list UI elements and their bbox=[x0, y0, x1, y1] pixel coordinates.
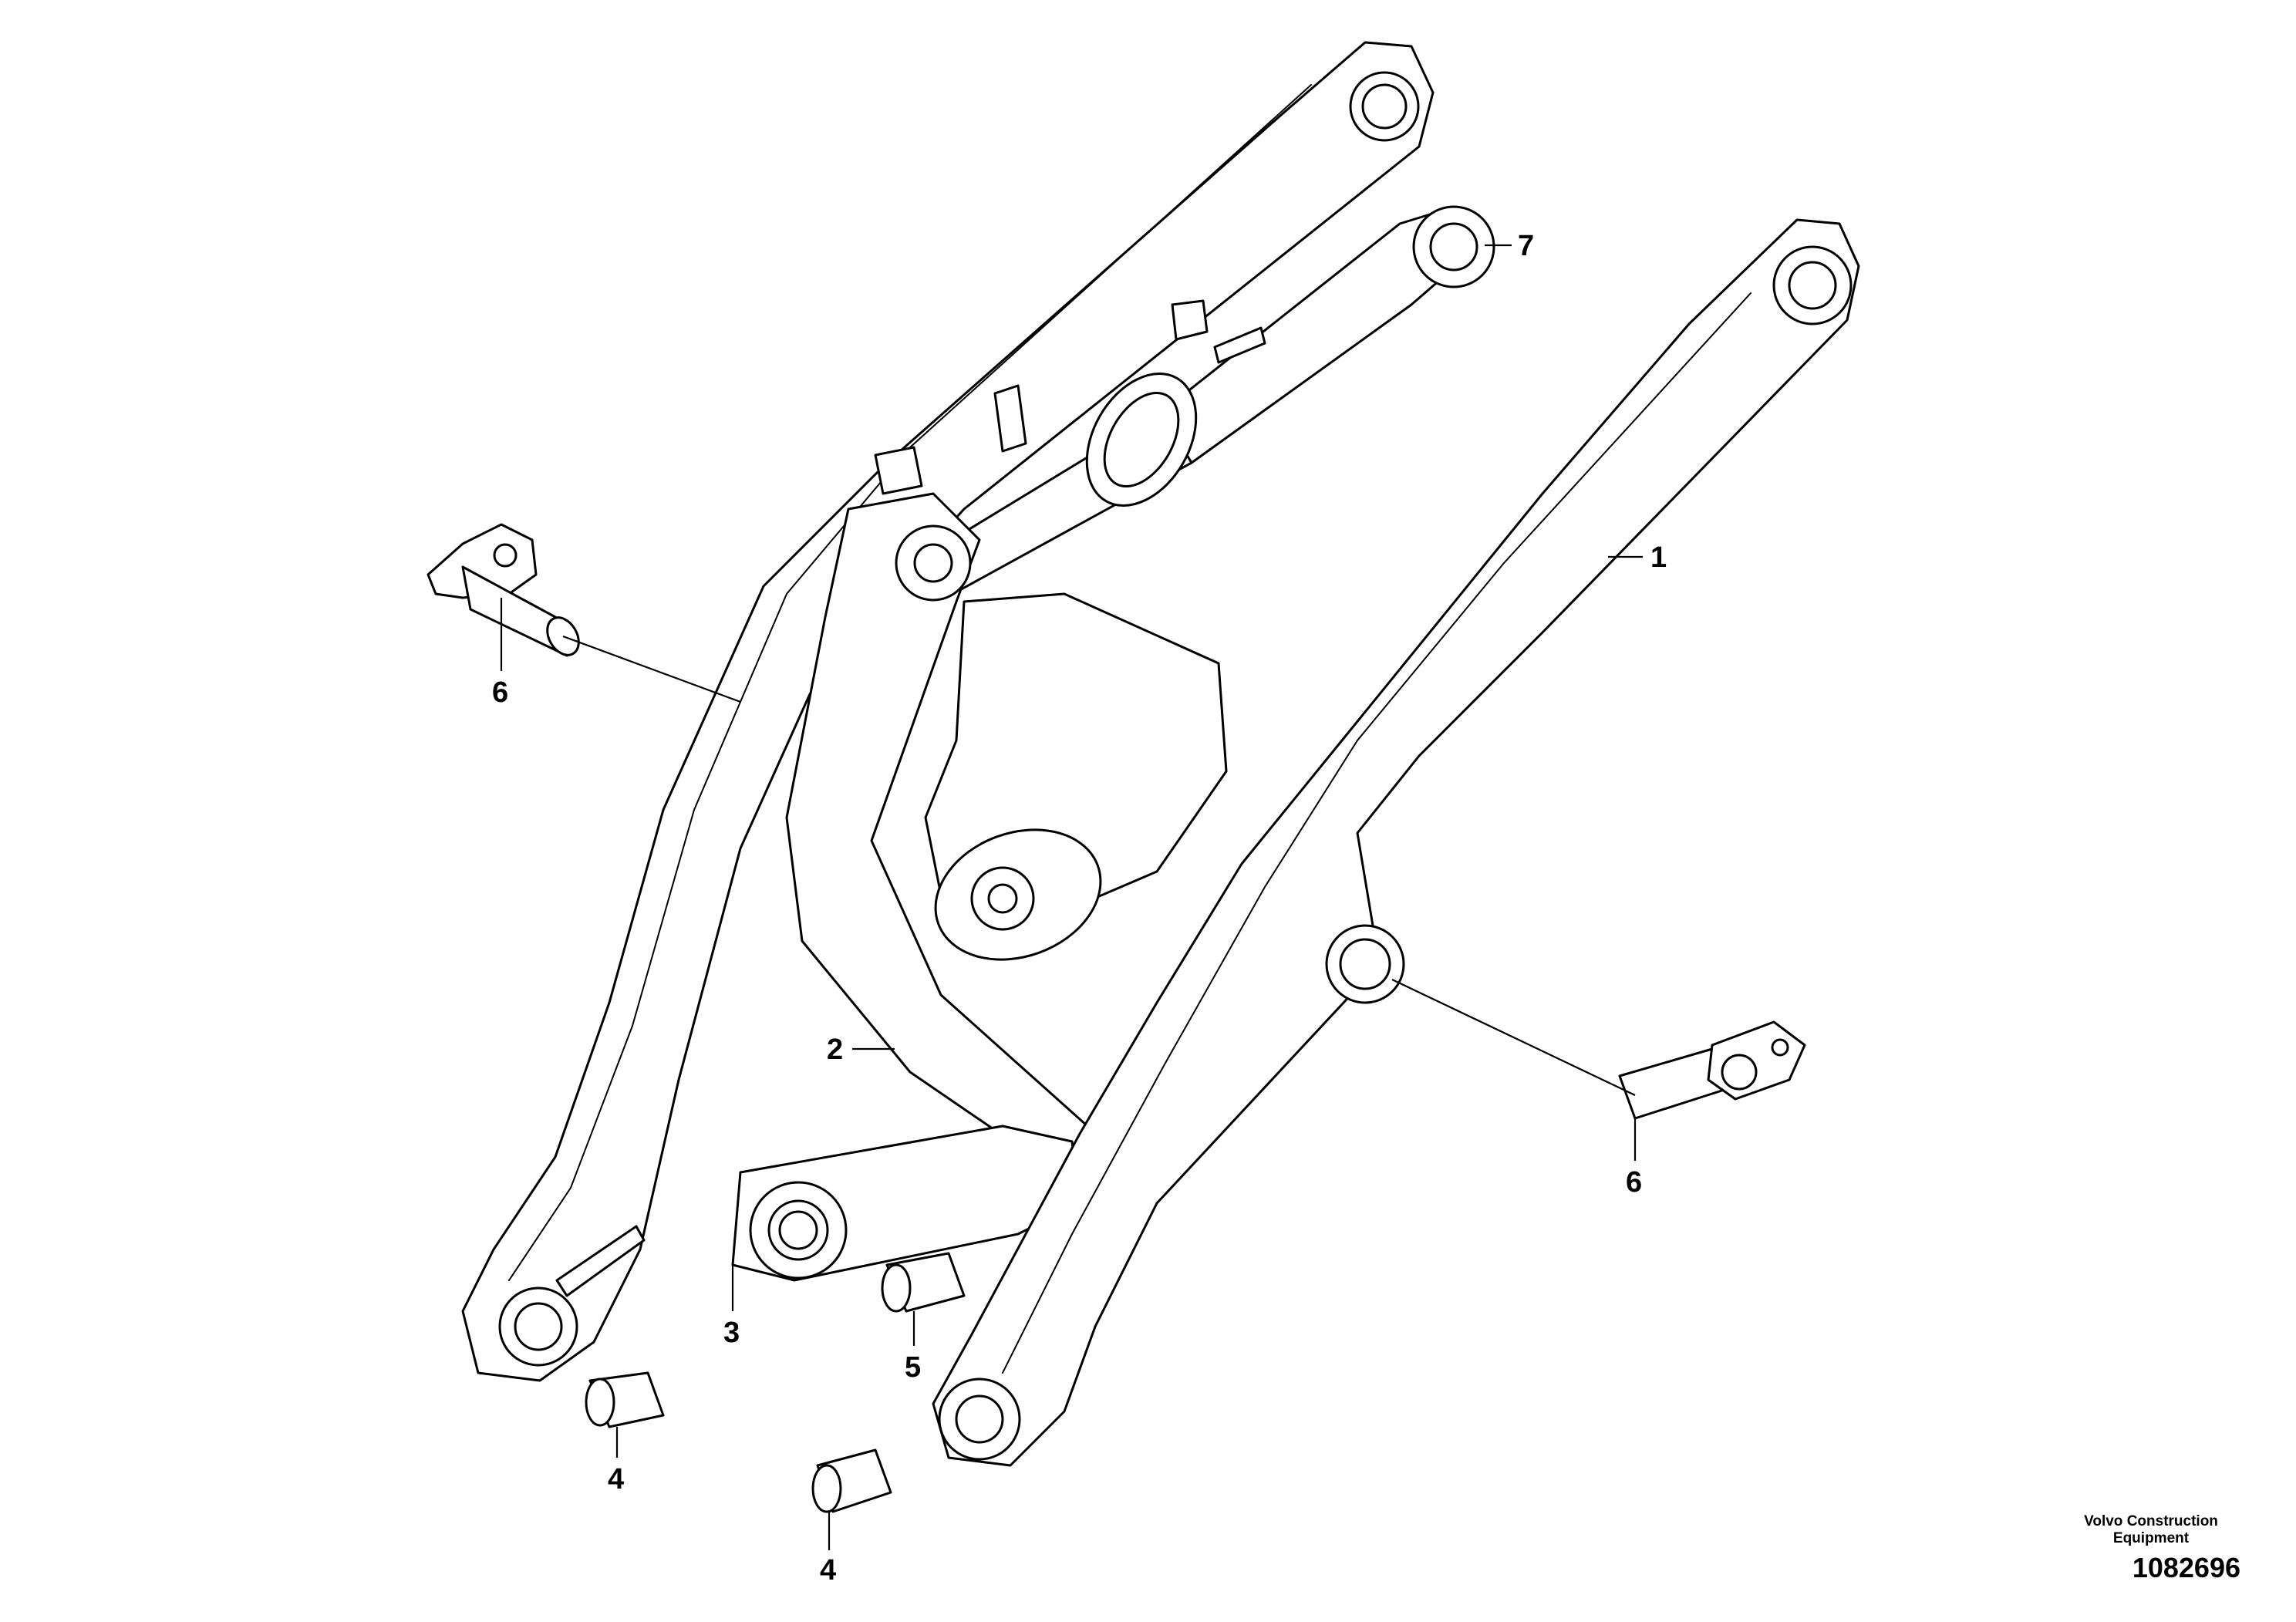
callout-7: 7 bbox=[1518, 230, 1534, 262]
pin-right bbox=[1618, 1020, 1806, 1120]
callout-6-right: 6 bbox=[1626, 1166, 1642, 1199]
brand-line-1: Volvo Construction bbox=[2084, 1513, 2218, 1529]
document-number: 1082696 bbox=[2132, 1552, 2240, 1583]
callout-4-left: 4 bbox=[608, 1463, 624, 1496]
lower-link bbox=[731, 1125, 1081, 1282]
leader-lines bbox=[500, 244, 1643, 1550]
callout-6-left: 6 bbox=[492, 676, 508, 709]
tilt-cylinder bbox=[874, 205, 1495, 615]
callout-1: 1 bbox=[1650, 541, 1667, 574]
bushing-5 bbox=[881, 1252, 966, 1313]
pin-left bbox=[426, 523, 580, 657]
callout-3: 3 bbox=[723, 1317, 740, 1349]
callout-2: 2 bbox=[827, 1034, 843, 1066]
bushing-4-left bbox=[585, 1371, 665, 1428]
callout-4-bottom: 4 bbox=[820, 1554, 836, 1587]
brand-line-2: Equipment bbox=[2112, 1530, 2190, 1546]
brand-caption: Volvo Construction Equipment bbox=[2051, 1513, 2251, 1547]
bell-crank bbox=[785, 492, 1228, 1174]
callout-labels: 1 2 3 4 4 5 6 6 7 bbox=[492, 230, 1667, 1587]
callout-5: 5 bbox=[905, 1351, 921, 1384]
left-lift-arm bbox=[461, 41, 1435, 1382]
right-lift-arm bbox=[932, 218, 1860, 1467]
bushing-4-bottom bbox=[811, 1448, 892, 1513]
